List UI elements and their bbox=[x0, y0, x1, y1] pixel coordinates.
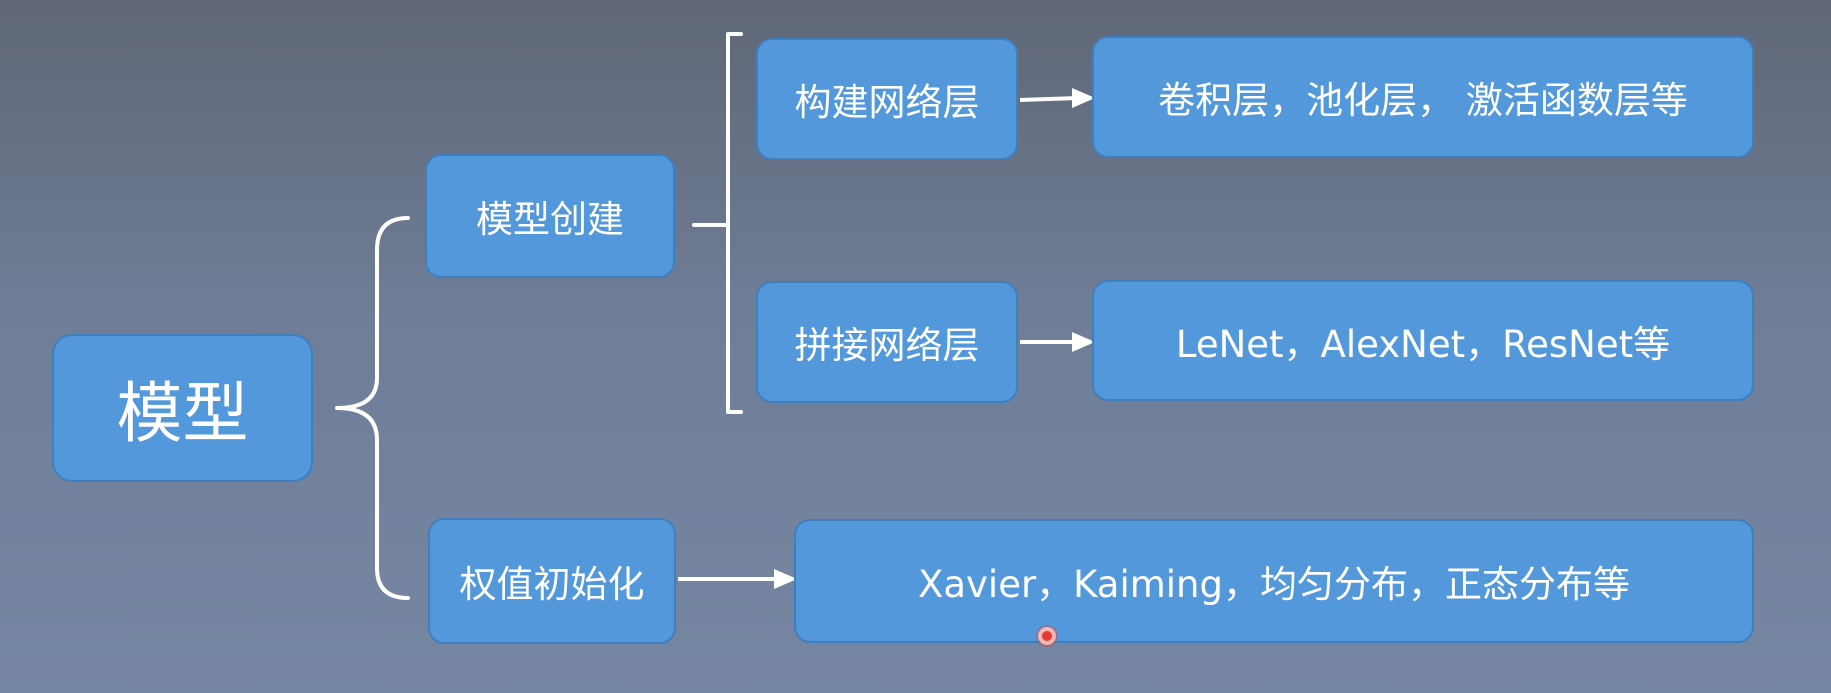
root-label: 模型 bbox=[116, 375, 249, 452]
node-model-create: 模型创建 bbox=[425, 154, 675, 278]
node-build-layer: 构建网络层 bbox=[756, 38, 1018, 160]
weight-init-label: 权值初始化 bbox=[459, 563, 645, 606]
init-methods-label: Xavier，Kaiming，均匀分布，正态分布等 bbox=[918, 563, 1630, 606]
node-weight-init: 权值初始化 bbox=[428, 518, 676, 644]
concat-layer-label: 拼接网络层 bbox=[794, 324, 980, 367]
node-init-methods: Xavier，Kaiming，均匀分布，正态分布等 bbox=[794, 519, 1754, 643]
build-layer-label: 构建网络层 bbox=[794, 81, 980, 124]
model-create-label: 模型创建 bbox=[476, 198, 624, 241]
node-concat-layer: 拼接网络层 bbox=[756, 281, 1018, 403]
pointer-dot bbox=[1038, 627, 1056, 645]
networks-label: LeNet，AlexNet，ResNet等 bbox=[1175, 322, 1671, 366]
root-brace bbox=[335, 216, 410, 600]
layer-types-label: 卷积层，池化层， 激活函数层等 bbox=[1158, 79, 1688, 122]
model-create-bracket bbox=[692, 32, 743, 414]
node-layer-types: 卷积层，池化层， 激活函数层等 bbox=[1092, 36, 1754, 158]
node-networks: LeNet，AlexNet，ResNet等 bbox=[1092, 280, 1754, 401]
root-node-model: 模型 bbox=[52, 334, 313, 482]
arrow-build-to-layers bbox=[1019, 96, 1079, 102]
